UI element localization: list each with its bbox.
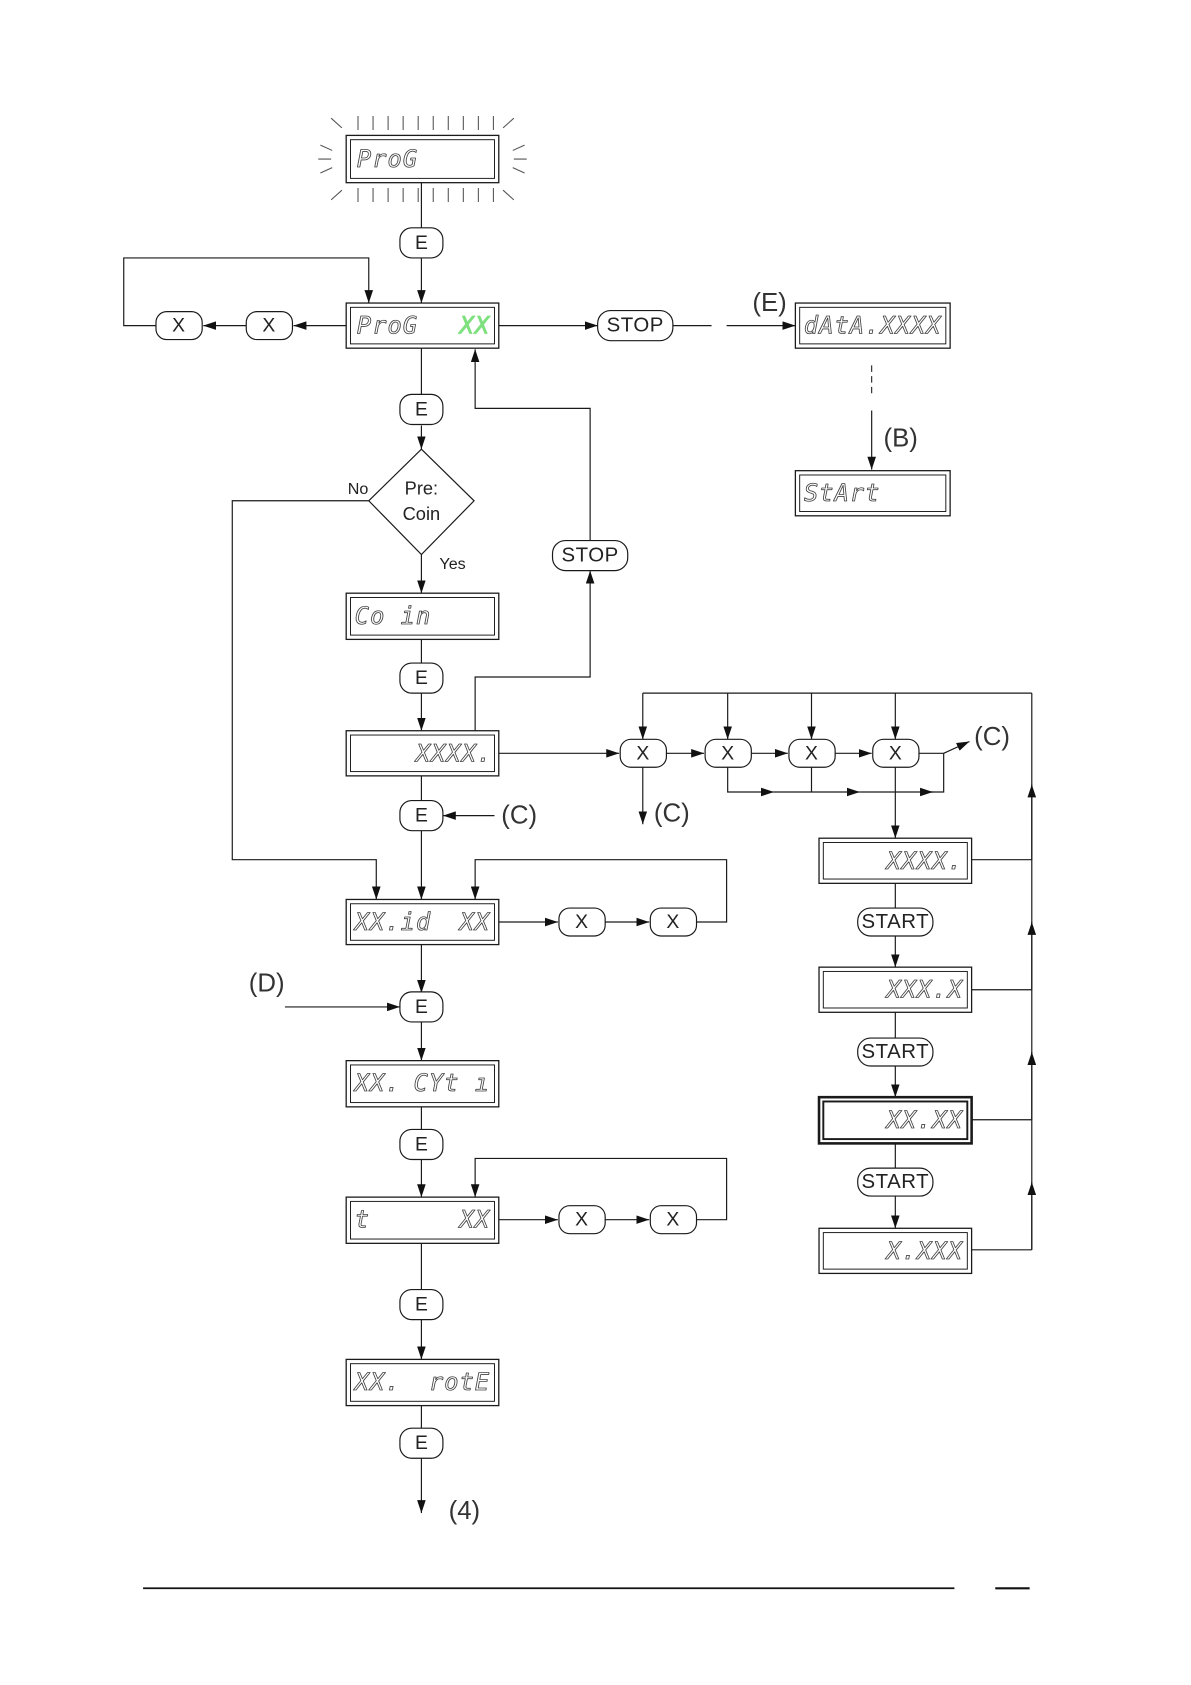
x-key: X (156, 312, 202, 340)
e-key: E (400, 1129, 443, 1159)
ref-label-c: (C) (974, 723, 1010, 751)
x-key: X (789, 739, 835, 767)
e-key: E (400, 1290, 443, 1320)
display-text: XXX.X (885, 976, 964, 1004)
x-key: X (650, 908, 696, 936)
decision-no-label: No (348, 480, 369, 498)
x-key-label: X (805, 742, 818, 764)
ref-label-c: (C) (654, 799, 690, 827)
e-key-label: E (415, 232, 428, 254)
arrow (944, 741, 970, 753)
display-data: dAtA.XXXX (795, 303, 950, 348)
start-key: START (858, 1038, 933, 1066)
x-key-label: X (721, 742, 734, 764)
display-value: XX. (353, 1069, 401, 1097)
arrow (728, 767, 774, 792)
display-text: XXXX. (885, 847, 963, 875)
display-time: t XX (346, 1197, 499, 1243)
display-start: StArt (795, 471, 950, 516)
display-prog-number: ProG XX (346, 303, 499, 348)
e-key-label: E (415, 398, 428, 420)
display-decimal-4: X.XXX (819, 1228, 972, 1273)
display-text: Co in (355, 602, 432, 630)
e-key: E (400, 801, 443, 831)
display-id: XX.id XX (346, 899, 499, 944)
display-value: XX. (353, 1368, 401, 1396)
e-key-label: E (415, 1432, 428, 1454)
display-value: XX (458, 1206, 491, 1234)
display-value-highlight: XX (458, 312, 491, 340)
x-key: X (650, 1206, 696, 1234)
ref-label-e: (E) (752, 289, 786, 317)
e-key-label: E (415, 1294, 428, 1316)
decision-text: Coin (403, 503, 441, 524)
e-key: E (400, 1428, 443, 1458)
e-key-label: E (415, 996, 428, 1018)
arrow (475, 349, 590, 540)
x-key-label: X (575, 911, 588, 933)
display-text: XX.XX (885, 1106, 964, 1134)
display-decimal-1: XXXX. (819, 838, 972, 883)
stop-key: STOP (553, 541, 628, 571)
x-key-label: X (262, 315, 275, 337)
x-key: X (246, 312, 292, 340)
x-key-label: X (889, 742, 902, 764)
no-branch-arrow (232, 501, 376, 900)
display-cycle: XX. CYt ı (346, 1061, 499, 1107)
x-key: X (873, 739, 919, 767)
e-key: E (400, 394, 443, 424)
display-text: XX.id (353, 908, 432, 936)
x-key: X (705, 739, 751, 767)
display-rate: XX. rotE (346, 1359, 499, 1405)
start-key: START (858, 908, 933, 936)
decision-diamond (369, 449, 474, 554)
stop-key: STOP (598, 311, 673, 341)
display-text: X.XXX (885, 1237, 964, 1265)
x-key: X (559, 1206, 605, 1234)
decision-pre-coin: Pre: Coin No Yes (348, 449, 474, 573)
display-prog-blinking: ProG (346, 135, 499, 182)
e-key-label: E (415, 667, 428, 689)
start-key: START (858, 1168, 933, 1196)
e-key: E (400, 992, 443, 1022)
decision-yes-label: Yes (439, 555, 465, 573)
ref-label-b: (B) (884, 424, 918, 452)
display-coin: Co in (346, 593, 499, 639)
display-text: t (355, 1206, 370, 1234)
e-key: E (400, 228, 443, 258)
x-key-label: X (575, 1209, 588, 1231)
x-key-label: X (636, 742, 649, 764)
display-text: CYt ı (414, 1069, 491, 1097)
ref-label-c: (C) (501, 802, 537, 830)
x-key: X (620, 739, 666, 767)
decision-text: Pre: (405, 477, 438, 498)
start-key-label: START (861, 1171, 929, 1193)
display-decimal-3-selected: XX.XX (819, 1097, 972, 1143)
display-text: XXXX. (414, 739, 493, 767)
e-key-label: E (415, 1133, 428, 1155)
e-key: E (400, 663, 443, 693)
x-key: X (559, 908, 605, 936)
display-value: XX (458, 908, 491, 936)
x-key-label: X (666, 911, 679, 933)
display-text: StArt (804, 479, 881, 507)
start-key-label: START (861, 1041, 929, 1063)
start-key-label: START (861, 911, 929, 933)
display-text: ProG (357, 312, 418, 340)
stop-key-label: STOP (561, 545, 618, 567)
display-price: XXXX. (346, 731, 499, 776)
ref-label-d: (D) (249, 969, 285, 997)
display-text: dAtA.XXXX (804, 312, 942, 340)
display-text: rotE (429, 1368, 490, 1396)
x-key-label: X (172, 315, 185, 337)
ref-label-next: (4) (449, 1497, 481, 1525)
display-text: ProG (357, 145, 418, 173)
x-key-label: X (666, 1209, 679, 1231)
e-key-label: E (415, 805, 428, 827)
display-decimal-2: XXX.X (819, 967, 972, 1012)
stop-key-label: STOP (607, 315, 664, 337)
